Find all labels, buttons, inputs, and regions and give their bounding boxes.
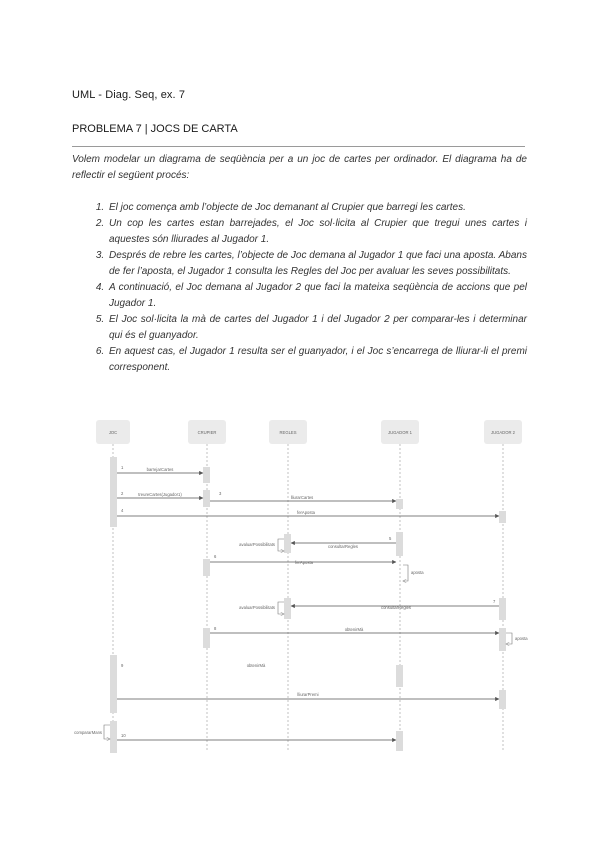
message-number: 8 (214, 626, 217, 631)
message-number: 1 (121, 465, 124, 470)
message-number: 4 (121, 508, 124, 513)
activation-bars (110, 457, 506, 753)
message-label: treureCartes(Jugador1) (138, 492, 182, 497)
process-step: Després de rebre les cartes, l’objecte d… (107, 248, 527, 280)
process-steps: El joc comença amb l’objecte de Joc dema… (72, 200, 527, 376)
participant-jugador-1: JUGADOR 1 (381, 420, 419, 750)
message-label: ferAposta (295, 560, 314, 565)
participant-label: CRUPIER (198, 430, 217, 435)
message-label: lliurarCartes (291, 495, 314, 500)
message-number: 5 (389, 536, 392, 541)
message-label: consultarRegles (381, 605, 411, 610)
message-label: lliurarPremi (297, 692, 318, 697)
note-label: aposta (411, 570, 424, 575)
self-call-arrow (277, 538, 284, 551)
process-step: En aquest cas, el Jugador 1 resulta ser … (107, 344, 527, 376)
note-label: avaluarPossibilitats (239, 605, 275, 610)
process-step: El Joc sol·licita la mà de cartes del Ju… (107, 312, 527, 344)
message-number: 3 (219, 491, 222, 496)
note-label: aposta (515, 636, 528, 641)
participant-crupier: CRUPIER (188, 420, 226, 750)
message-number: 7 (493, 599, 496, 604)
message-number: 10 (121, 733, 126, 738)
message-label: consultarRegles (328, 544, 358, 549)
participant-label: JOC (109, 430, 117, 435)
problem-title: PROBLEMA 7 | JOCS DE CARTA (72, 123, 238, 135)
process-step: Un cop les cartes estan barrejades, el J… (107, 216, 527, 248)
note-label: compararMans (74, 730, 102, 735)
participant-jugador-2: JUGADOR 2 (484, 420, 522, 750)
message-label: ferAposta (297, 510, 316, 515)
document-header: UML - Diag. Seq, ex. 7 (72, 89, 186, 101)
message-number: 2 (121, 491, 124, 496)
process-step: A continuació, el Joc demana al Jugador … (107, 280, 527, 312)
message-number: 6 (214, 554, 217, 559)
sequence-diagram: JOC CRUPIER REGLES JUGADOR 1 JUGADOR 2 (74, 420, 528, 753)
participant-label: REGLES (280, 430, 297, 435)
process-step: El joc comença amb l’objecte de Joc dema… (107, 200, 527, 216)
title-divider (72, 146, 525, 147)
self-call-arrow (103, 724, 110, 739)
participant-joc: JOC (96, 420, 130, 750)
message-number: 9 (121, 663, 124, 668)
note-label: avaluarPossibilitats (239, 542, 275, 547)
message-label: obtenirMà (247, 663, 266, 668)
participant-label: JUGADOR 2 (491, 430, 516, 435)
self-call-arrow (277, 601, 284, 614)
self-call-arrow (506, 632, 513, 644)
participant-label: JUGADOR 1 (388, 430, 413, 435)
message-label: obtenirMà (345, 627, 364, 632)
self-call-arrow (403, 564, 409, 581)
message-label: barrejarCartes (147, 467, 174, 472)
participant-regles: REGLES (269, 420, 307, 750)
intro-paragraph: Volem modelar un diagrama de seqüència p… (72, 154, 527, 181)
